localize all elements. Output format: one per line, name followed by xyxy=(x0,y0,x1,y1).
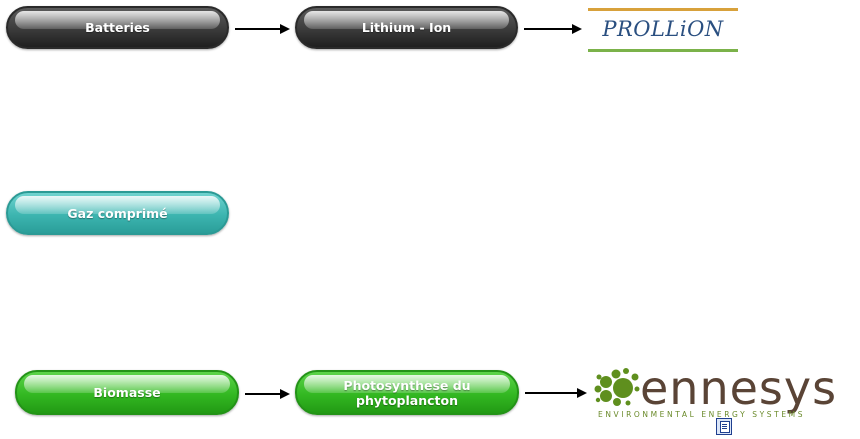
prollion-wordmark: PROLLiON xyxy=(602,17,724,41)
ennesys-logo: ennesys ENVIRONMENTAL ENERGY SYSTEMS xyxy=(590,362,855,424)
prollion-logo: PROLLiON xyxy=(588,8,738,52)
arrow-photosynthese-to-ennesys-icon xyxy=(525,388,587,398)
node-biomasse: Biomasse xyxy=(15,370,239,415)
node-photosynthese-label-line2: phytoplancton xyxy=(356,392,458,408)
node-batteries: Batteries xyxy=(6,6,229,49)
arrow-lithium-to-prollion-icon xyxy=(524,24,582,34)
arrow-batteries-to-lithium-icon xyxy=(235,24,290,34)
node-batteries-label: Batteries xyxy=(85,20,150,35)
arrow-biomasse-to-photosynthese-icon xyxy=(245,389,290,399)
node-gaz-comprime-label: Gaz comprimé xyxy=(67,205,168,221)
node-photosynthese: Photosynthese du phytoplancton xyxy=(295,370,519,415)
prollion-bottom-bar xyxy=(588,49,738,52)
ennesys-dots-icon xyxy=(594,368,640,406)
node-lithium-ion-label: Lithium - Ion xyxy=(361,20,452,35)
node-biomasse-label: Biomasse xyxy=(93,385,161,400)
node-photosynthese-label-line1: Photosynthese du xyxy=(343,377,471,393)
node-gaz-comprime: Gaz comprimé xyxy=(6,191,229,235)
document-icon[interactable] xyxy=(716,418,732,435)
prollion-top-bar xyxy=(588,8,738,11)
ennesys-tagline: ENVIRONMENTAL ENERGY SYSTEMS xyxy=(598,410,806,419)
ennesys-wordmark: ennesys xyxy=(640,361,838,415)
node-lithium-ion: Lithium - Ion xyxy=(295,6,518,49)
